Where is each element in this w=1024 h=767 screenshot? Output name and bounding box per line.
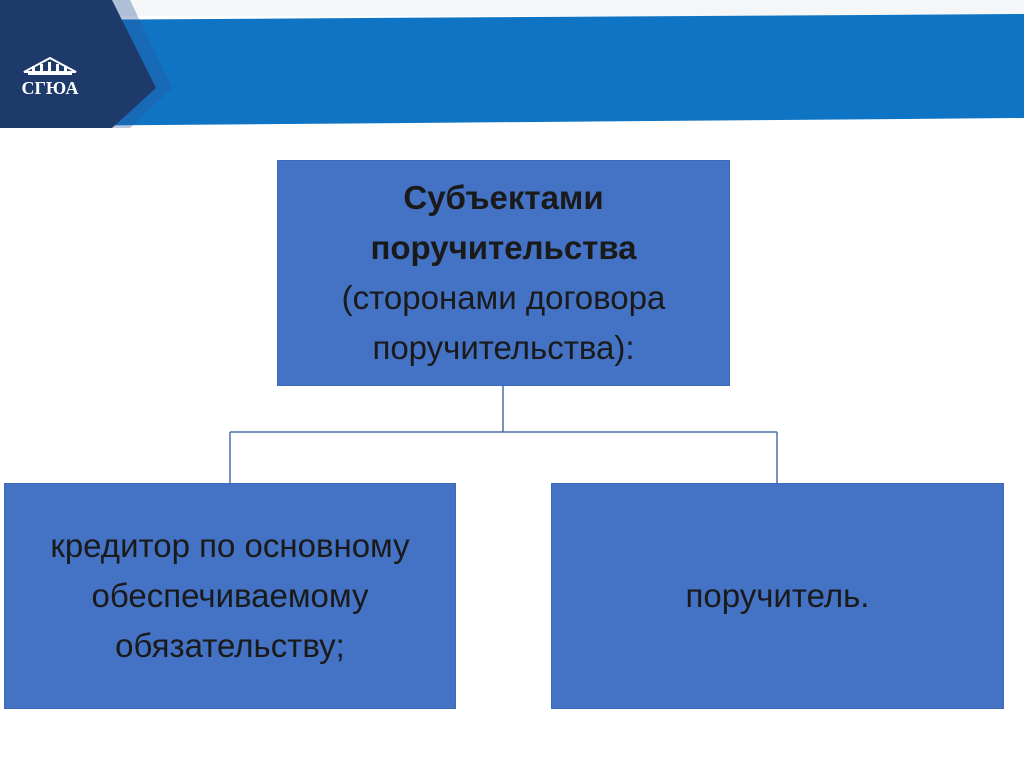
subjects-box: Субъектами поручительства (сторонами дог… (277, 160, 730, 386)
header-banner (0, 0, 1024, 140)
building-icon (23, 56, 77, 75)
banner-shape (0, 0, 1024, 128)
subjects-subtitle-line2: поручительства): (372, 329, 635, 366)
guarantor-text: поручитель. (685, 577, 870, 614)
subjects-title-line1: Субъектами (403, 179, 604, 216)
guarantor-box: поручитель. (551, 483, 1004, 709)
subjects-title-line2: поручительства (370, 229, 637, 266)
logo-text: СГЮА (21, 78, 79, 98)
subjects-subtitle-line1: (сторонами договора (341, 279, 666, 316)
creditor-box: кредитор по основному обеспечиваемому об… (4, 483, 456, 709)
creditor-text: кредитор по основному обеспечиваемому об… (50, 527, 410, 664)
sgua-logo: СГЮА (18, 52, 82, 108)
